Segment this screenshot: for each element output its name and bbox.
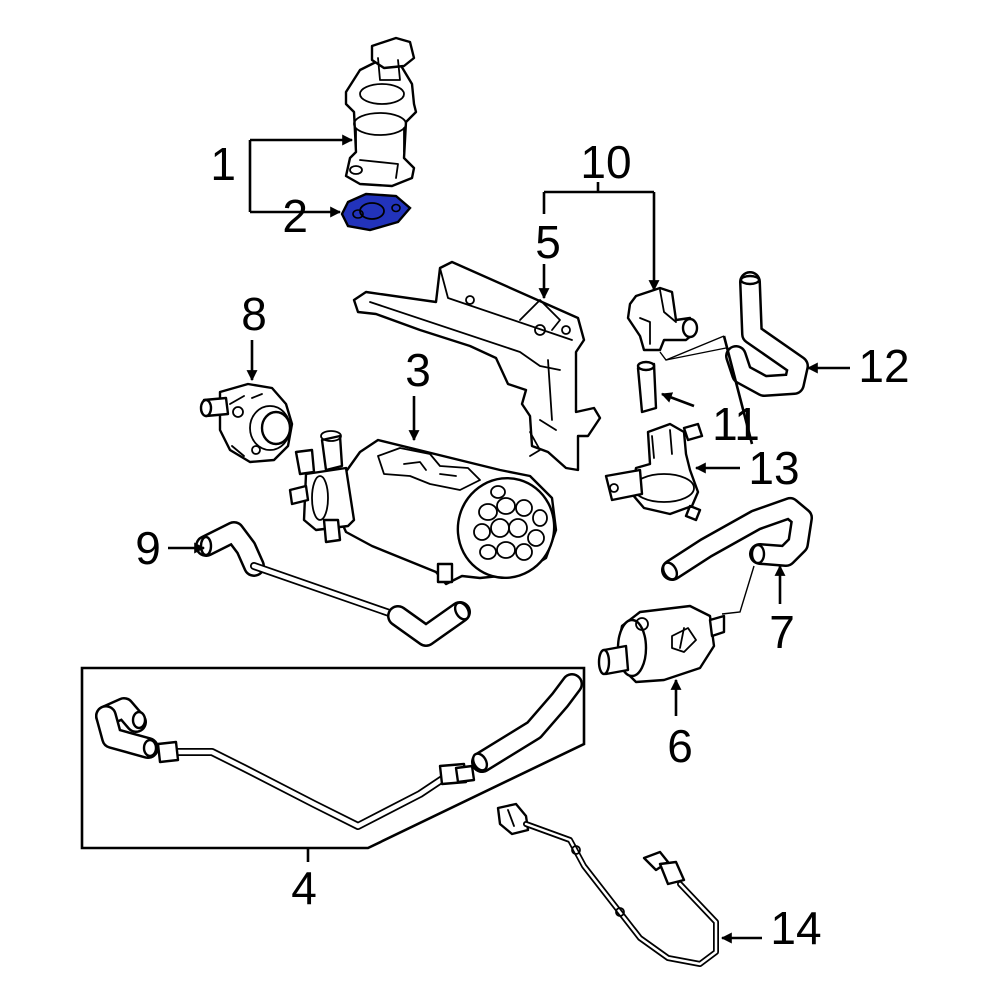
egr-valve[interactable] [344,36,418,188]
callout-11: 11 [660,335,760,450]
routing-lines [659,335,755,615]
callout-3: 3 [405,344,431,442]
callout-10: 10 [542,136,660,292]
oxygen-sensor[interactable] [496,802,719,967]
vacuum-hose-bent[interactable] [725,271,809,397]
callout-label-14: 14 [770,902,821,954]
vacuum-hose-short[interactable] [636,360,658,414]
callout-label-1: 1 [210,138,236,190]
callout-14: 14 [720,902,822,954]
canister-bracket[interactable] [352,260,602,472]
callout-label-10: 10 [580,136,631,188]
callout-12: 12 [806,340,910,392]
charcoal-canister[interactable] [288,430,566,589]
vacuum-control-valve[interactable] [604,422,704,522]
fuel-line-assembly[interactable] [95,673,583,830]
callout-label-6: 6 [667,720,693,772]
fuel-hose-curved[interactable] [660,497,813,582]
callout-label-5: 5 [535,216,561,268]
callout-13: 13 [694,442,800,494]
callout-label-9: 9 [135,522,161,574]
callout-7: 7 [769,564,795,658]
callout-label-13: 13 [748,442,799,494]
callout-label-3: 3 [405,344,431,396]
callout-label-2: 2 [282,190,308,242]
vapor-tube-assembly[interactable] [195,521,472,647]
purge-solenoid[interactable] [626,286,699,352]
callout-1: 1 [210,134,354,218]
fuel-filter[interactable] [597,604,726,684]
callout-8: 8 [241,288,267,382]
callout-4: 4 [291,848,317,914]
purge-pump[interactable] [199,382,294,464]
callout-5: 5 [535,216,561,300]
callout-label-8: 8 [241,288,267,340]
honeycomb-cells [473,485,548,561]
callout-9: 9 [135,522,206,574]
callout-label-4: 4 [291,862,317,914]
egr-gasket[interactable] [340,192,412,232]
callout-2: 2 [282,190,308,242]
callout-label-12: 12 [858,340,909,392]
callout-6: 6 [667,678,693,772]
callout-label-7: 7 [769,606,795,658]
fuel-line-group-box [80,666,586,850]
